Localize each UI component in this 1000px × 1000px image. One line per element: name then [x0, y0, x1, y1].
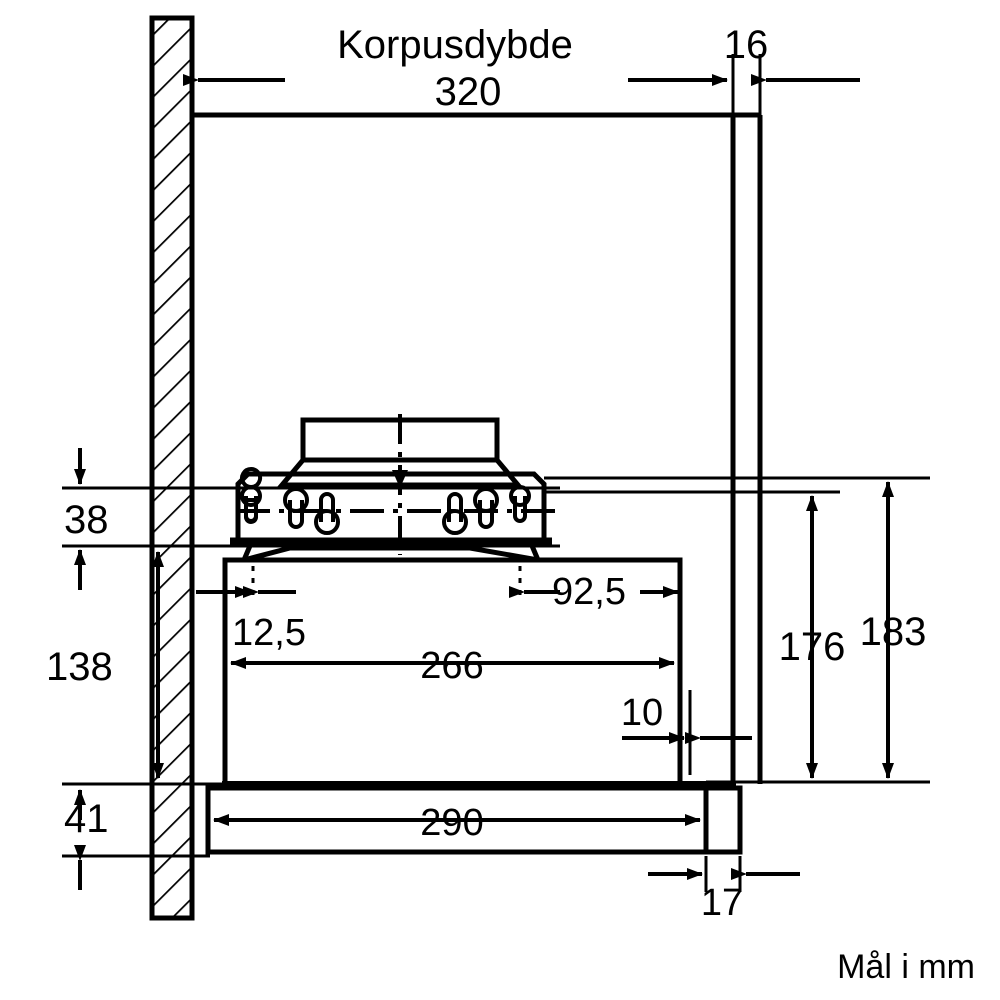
airflow-arrow-icon: [392, 470, 408, 488]
inset-left-value: 12,5: [232, 612, 306, 654]
pullout-drawer: [205, 785, 743, 855]
unit-note: Mål i mm: [837, 948, 975, 986]
cabinet-depth-label: Korpusdybde: [337, 23, 573, 67]
mounting-slot-left-outer: [240, 467, 263, 524]
drawer-width-value: 290: [420, 802, 483, 844]
body-width-value: 266: [420, 645, 483, 687]
wall-outline: [149, 15, 195, 921]
hood-shoulders: [241, 540, 541, 561]
bottom-offset-value: 41: [64, 797, 109, 841]
top-offset-value: 38: [64, 498, 109, 542]
cabinet-outline: [192, 112, 763, 784]
hood-upper-body: [230, 414, 556, 555]
body-height-value: 138: [46, 645, 113, 689]
height-outer-value: 183: [860, 610, 927, 654]
hood-main-body: [222, 540, 736, 787]
cabinet-depth-value: 320: [435, 70, 502, 114]
rear-gap-value: 10: [621, 692, 663, 734]
front-thickness-value: 17: [701, 882, 743, 924]
extension-lines: [62, 54, 930, 892]
panel-thickness-top-value: 16: [724, 23, 769, 67]
dimension-arrows: [74, 74, 894, 890]
hood-body-top-contour: [243, 545, 539, 563]
drawer-front-handle: [703, 785, 743, 855]
height-inner-value: 176: [779, 625, 846, 669]
inset-right-value: 92,5: [552, 571, 626, 613]
